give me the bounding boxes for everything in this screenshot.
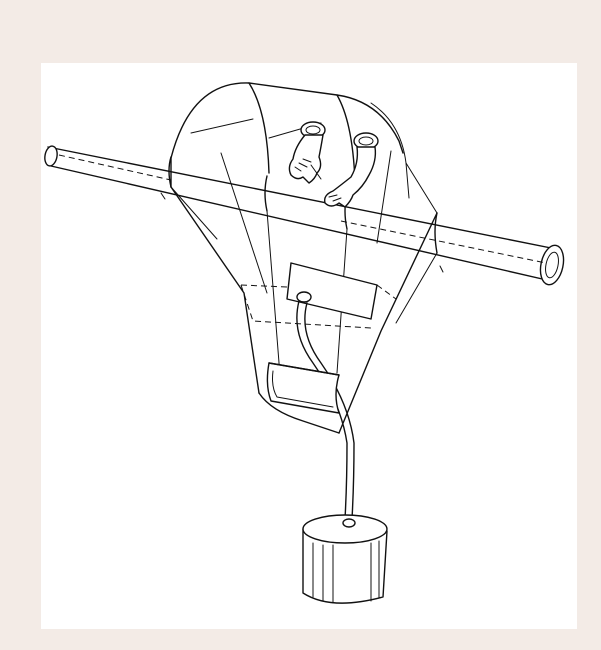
tray-icon bbox=[266, 362, 340, 414]
pipe-icon bbox=[44, 145, 565, 286]
hand-icon bbox=[288, 121, 379, 208]
canister-icon bbox=[302, 514, 388, 604]
glove-bag-illustration bbox=[44, 82, 565, 604]
shelf-icon bbox=[240, 262, 397, 329]
illustration-panel bbox=[41, 63, 577, 629]
